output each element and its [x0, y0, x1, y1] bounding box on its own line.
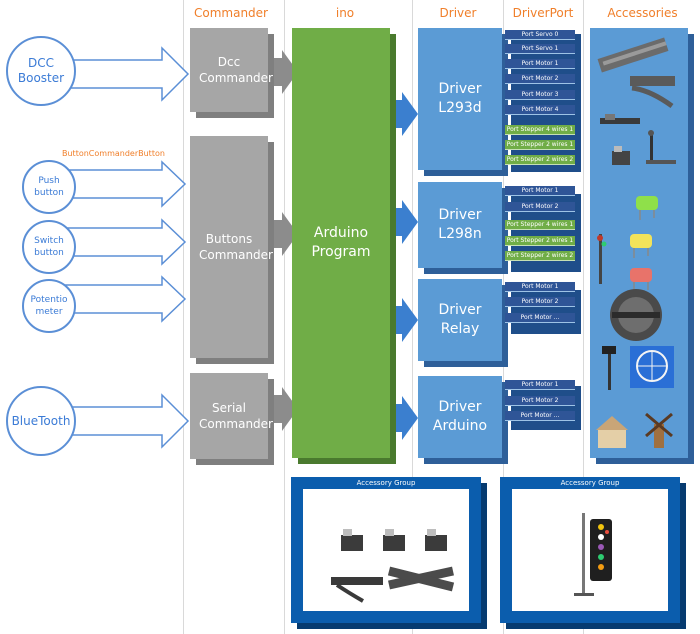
dcc-booster-node: DCC Booster [6, 36, 76, 106]
dcc-commander-box: Dcc Commander [190, 28, 273, 112]
yellow-led-icon [630, 234, 652, 258]
track-crossing-icon [387, 566, 455, 592]
servo-icon [612, 146, 630, 165]
accessories-illustrations [596, 37, 676, 448]
driver-l293d-box: Driver L293d [418, 28, 502, 170]
port-l293d-stepper2w1: Port Stepper 2 wires 1 [505, 140, 575, 150]
port-l298n-stepper2w2: Port Stepper 2 wires 2 [505, 251, 575, 261]
accessory-group-right-illustrations [574, 513, 612, 596]
port-l298n-motor2: Port Motor 2 [505, 202, 575, 212]
red-led-icon [630, 268, 652, 292]
driver-l293d-label: Driver L293d [438, 81, 482, 116]
driver-l298n-label: Driver L298n [438, 207, 482, 242]
turntable-icon [610, 289, 662, 341]
header-commander: Commander [194, 6, 268, 20]
decoupler-track-icon [600, 114, 640, 124]
port-arduino-motor2: Port Motor 2 [505, 396, 575, 406]
port-relay-motor-more: Port Motor ... [505, 313, 575, 323]
accessory-group-left: Accessory Group [291, 477, 481, 623]
header-ino: ino [335, 6, 355, 20]
signal-mast-icon [597, 234, 607, 284]
port-arduino-motor-more: Port Motor ... [505, 411, 575, 421]
buttons-commander-label: Buttons Commander [199, 232, 273, 262]
potentiometer-node: Potentio meter [22, 279, 76, 333]
port-l293d-motor1: Port Motor 1 [505, 59, 575, 69]
accessory-group-left-illustrations [331, 529, 455, 603]
potentiometer-label: Potentio meter [30, 295, 68, 317]
column-divider [583, 0, 584, 634]
port-l293d-motor2: Port Motor 2 [505, 74, 575, 84]
serial-commander-label: Serial Commander [199, 401, 273, 431]
level-crossing-icon [646, 130, 676, 164]
port-l293d-stepper4w1: Port Stepper 4 wires 1 [505, 125, 575, 135]
ferris-wheel-icon [630, 346, 674, 388]
column-divider [183, 0, 184, 634]
servo-arm-icon [343, 529, 436, 536]
port-arduino-motor1: Port Motor 1 [505, 380, 575, 390]
house-icon [596, 416, 628, 448]
header-driverport: DriverPort [512, 6, 574, 20]
port-l298n-stepper2w1: Port Stepper 2 wires 1 [505, 236, 575, 246]
port-relay-motor2: Port Motor 2 [505, 297, 575, 307]
buttons-commander-box: Buttons Commander [190, 136, 273, 358]
windmill-icon [645, 412, 673, 448]
green-led-icon [636, 196, 658, 220]
port-l298n-motor1: Port Motor 1 [505, 186, 575, 196]
turnout-icon [331, 577, 383, 603]
dcc-booster-label: DCC Booster [17, 56, 65, 85]
serial-commander-box: Serial Commander [190, 373, 273, 459]
port-l293d-servo1: Port Servo 1 [505, 44, 575, 54]
driver-relay-label: Driver Relay [438, 302, 482, 337]
column-divider [284, 0, 285, 634]
button-commander-button-label: ButtonCommanderButton [62, 149, 165, 158]
port-relay-motor1: Port Motor 1 [505, 282, 575, 292]
port-l293d-servo0: Port Servo 0 [505, 30, 575, 40]
accessory-group-left-title: Accessory Group [356, 479, 416, 487]
header-driver: Driver [439, 6, 477, 20]
column-divider [503, 0, 504, 634]
driver-relay-box: Driver Relay [418, 279, 502, 361]
bluetooth-node: BlueTooth [6, 386, 76, 456]
accessory-group-right: Accessory Group [500, 477, 680, 623]
street-lamp-icon [602, 346, 616, 390]
driver-arduino-box: Driver Arduino [418, 376, 502, 458]
driver-arduino-label: Driver Arduino [432, 399, 488, 434]
dcc-commander-label: Dcc Commander [199, 55, 273, 85]
switch-button-node: Switch button [22, 220, 76, 274]
accessory-group-left-content [303, 489, 469, 611]
servo-icon [341, 535, 447, 551]
port-l293d-stepper2w2: Port Stepper 2 wires 2 [505, 155, 575, 165]
push-button-label: Push button [34, 176, 64, 198]
driver-l298n-box: Driver L298n [418, 182, 502, 268]
turnout-icon [630, 76, 675, 109]
switch-button-label: Switch button [34, 236, 64, 258]
accessory-group-right-content [512, 489, 668, 611]
port-l298n-stepper4w1: Port Stepper 4 wires 1 [505, 220, 575, 230]
arduino-program-label: Arduino Program [311, 225, 371, 260]
track-crossing-icon [597, 37, 669, 73]
accessory-group-right-title: Accessory Group [560, 479, 620, 487]
light-signal-icon [574, 513, 612, 596]
arduino-program-box: Arduino Program [292, 28, 390, 458]
header-accessories: Accessories [607, 6, 678, 20]
port-l293d-motor4: Port Motor 4 [505, 105, 575, 115]
port-l293d-motor3: Port Motor 3 [505, 90, 575, 100]
push-button-node: Push button [22, 160, 76, 214]
bluetooth-label: BlueTooth [11, 413, 71, 428]
